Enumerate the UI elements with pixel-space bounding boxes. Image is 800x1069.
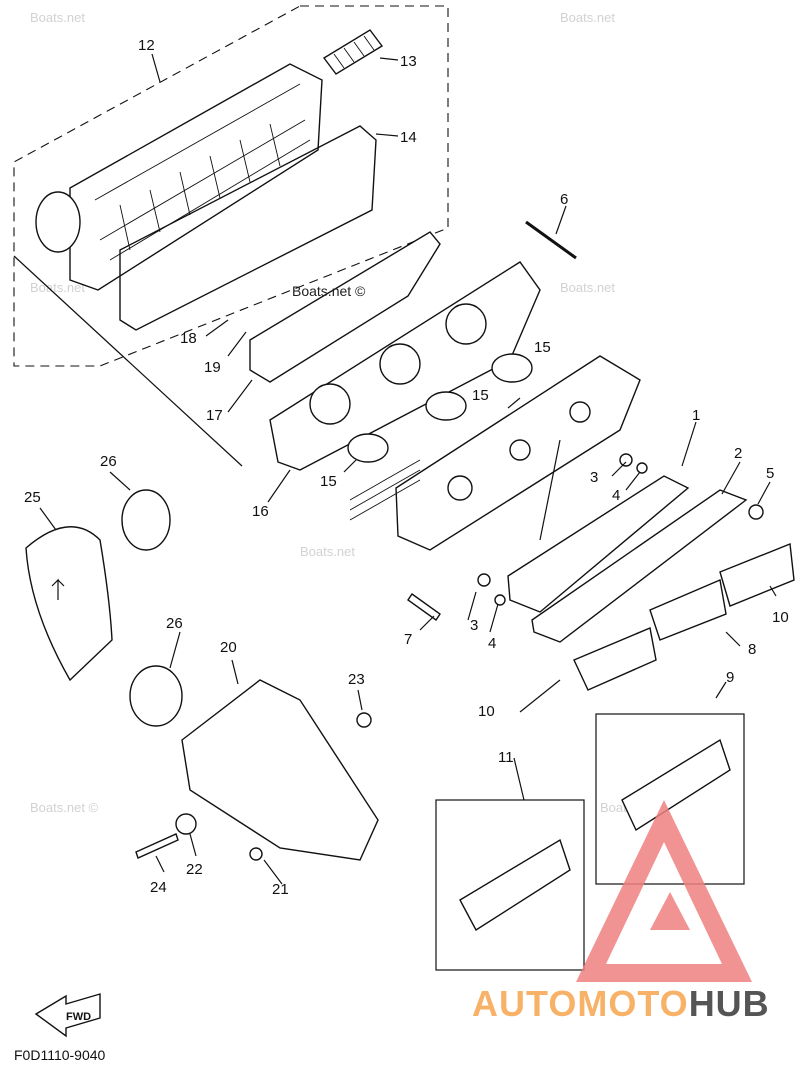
callout-3-upper: 3 <box>590 469 598 486</box>
callout-24: 24 <box>150 879 167 896</box>
intake-hose <box>25 526 113 682</box>
callout-15-right: 15 <box>534 339 551 356</box>
flow-arrow <box>51 578 65 600</box>
diagram-code: F0D1110-9040 <box>14 1047 106 1063</box>
callout-14: 14 <box>400 129 417 146</box>
callout-6: 6 <box>560 191 568 208</box>
callout-25: 25 <box>24 489 41 506</box>
detail-reed-11 <box>459 838 571 931</box>
callout-20: 20 <box>220 639 237 656</box>
logo-text: AUTOMOTOHUB <box>472 983 770 1024</box>
callout-17: 17 <box>206 407 223 424</box>
logo-triangle-icon <box>576 800 752 982</box>
automotohub-logo: AUTOMOTOHUB <box>472 800 770 1024</box>
gasket-2 <box>531 489 748 643</box>
callout-18: 18 <box>180 330 197 347</box>
gasket-1 <box>507 475 690 613</box>
hose-clamp-upper <box>121 489 171 551</box>
callout-1: 1 <box>692 407 700 424</box>
callout-15-mid: 15 <box>472 387 489 404</box>
detail-reed-9 <box>621 738 731 832</box>
reed-valve-2 <box>649 579 727 641</box>
callout-7: 7 <box>404 631 412 648</box>
callout-5: 5 <box>766 465 774 482</box>
watermark-mid: Boats.net <box>300 544 355 559</box>
intake-plate: Boats.net © <box>249 231 441 383</box>
callout-15-left: 15 <box>320 473 337 490</box>
small-fitting <box>748 504 764 520</box>
watermark-bottom-left: Boats.net © <box>30 800 99 815</box>
callout-16: 16 <box>252 503 269 520</box>
leader-lines <box>13 53 777 885</box>
callout-26-lower: 26 <box>166 615 183 632</box>
oring-2 <box>425 391 467 421</box>
manifold-frame <box>269 261 541 471</box>
reed-valve-1 <box>573 627 657 691</box>
fwd-label: FWD <box>66 1011 91 1023</box>
flange-bolt <box>135 833 179 859</box>
mount-bolt <box>407 593 441 621</box>
watermark-top-left: Boats.net <box>30 10 85 25</box>
grommet-bolt <box>356 712 372 728</box>
callout-4-lower: 4 <box>488 635 496 652</box>
washer-upper <box>636 462 648 474</box>
airbox-housing <box>35 63 323 291</box>
reed-valve-3 <box>719 543 795 607</box>
hose-clamp-lower <box>129 665 183 727</box>
detail-box-11 <box>435 799 585 971</box>
callout-12: 12 <box>138 37 155 54</box>
callout-21: 21 <box>272 881 289 898</box>
watermark-right: Boats.net <box>560 280 615 295</box>
callout-26-upper: 26 <box>100 453 117 470</box>
washer-lower <box>494 594 506 606</box>
fwd-arrow: FWD <box>34 993 101 1038</box>
airbox-gasket <box>119 125 377 331</box>
callout-19: 19 <box>204 359 221 376</box>
oring-3 <box>491 353 533 383</box>
callout-23: 23 <box>348 671 365 688</box>
callout-13: 13 <box>400 53 417 70</box>
damper <box>175 813 197 835</box>
callout-8: 8 <box>748 641 756 658</box>
plate-watermark: Boats.net © <box>292 283 366 299</box>
silencer-box <box>181 679 379 861</box>
long-bolt <box>525 220 577 260</box>
filter-element <box>322 29 384 75</box>
watermark-top-right: Boats.net <box>560 10 615 25</box>
throttle-body-assembly <box>349 355 641 551</box>
bolt-upper <box>619 453 633 467</box>
callout-22: 22 <box>186 861 203 878</box>
bolt-lower <box>477 573 491 587</box>
callout-10-right: 10 <box>772 609 789 626</box>
detail-box-9 <box>595 713 745 885</box>
callout-3-lower: 3 <box>470 617 478 634</box>
callout-4-upper: 4 <box>612 487 620 504</box>
callout-9: 9 <box>726 669 734 686</box>
callout-11: 11 <box>498 749 514 766</box>
callout-10-left: 10 <box>478 703 495 720</box>
screw <box>249 847 263 861</box>
oring-1 <box>347 433 389 463</box>
callout-2: 2 <box>734 445 742 462</box>
